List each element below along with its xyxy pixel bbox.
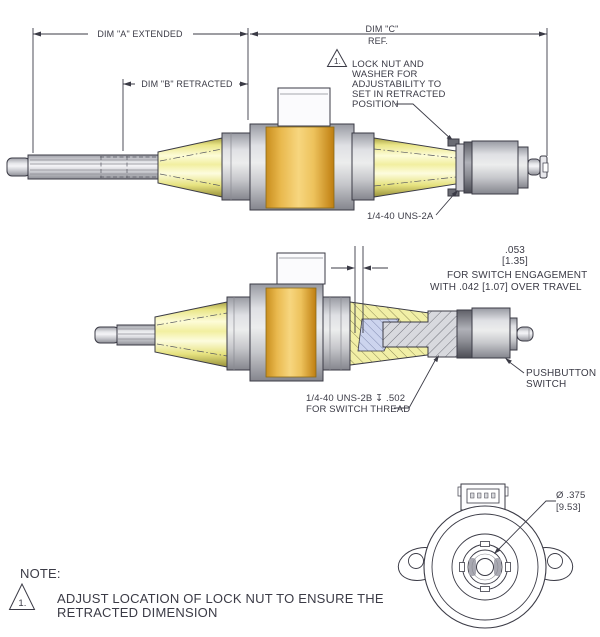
mount-hole-right [547, 553, 563, 569]
thread-b-line2: FOR SWITCH THREAD [306, 404, 410, 415]
gold-band [265, 126, 335, 209]
plunger-tip [6, 157, 31, 177]
boss-circle [451, 533, 519, 601]
lock-note-line3: ADJUSTABILITY TO [352, 79, 441, 90]
dim-b-label: DIM "B" RETRACTED [141, 79, 233, 89]
collar-left-section [226, 296, 251, 371]
dimension-dim-b: DIM "B" RETRACTED [122, 79, 248, 151]
connector-pin [470, 492, 475, 499]
thread-b-line1: 1/4-40 UNS-2B ↧ .502 [306, 393, 405, 404]
collar-right-section [322, 296, 351, 371]
pushbutton-flat-left [469, 558, 476, 576]
pushbutton-circle [467, 549, 503, 585]
note-flag-number: 1. [18, 598, 26, 609]
engagement-note2: WITH .042 [1.07] OVER TRAVEL [430, 282, 582, 293]
triangle-flag-icon [326, 48, 348, 67]
lock-nut [463, 141, 473, 194]
flag-number: 1. [334, 57, 341, 66]
thread-a-label: 1/4-40 UNS-2A [367, 211, 434, 222]
plunger-tip-retracted [94, 326, 120, 344]
mount-hole-left [408, 553, 424, 569]
switch-housing [471, 140, 519, 195]
view-retracted-section [94, 252, 534, 382]
clip-slot [542, 162, 549, 173]
pushbutton-leader [507, 360, 525, 374]
actuator-circle [476, 558, 494, 576]
thread-a-leader [435, 191, 457, 216]
lock-nut-tab-bottom [447, 188, 460, 197]
collar-right [351, 132, 375, 201]
diameter-metric: [9.53] [556, 502, 581, 513]
connector-pin [491, 492, 496, 499]
bezel-tab-left [459, 562, 465, 572]
dimension-dim-a: DIM "A" EXTENDED [32, 28, 249, 153]
dimension-dim-c: DIM "C" REF. [250, 24, 548, 156]
connector-pin [477, 492, 482, 499]
pushbutton-flat-right [494, 558, 501, 576]
engagement-value: .053 [505, 245, 525, 256]
engagement-dimension: .053 [1.35] FOR SWITCH ENGAGEMENT WITH .… [331, 245, 587, 333]
connector-socket [466, 488, 500, 504]
pushbutton-callout: PUSHBUTTON SWITCH [505, 358, 596, 390]
pushbutton-label2: SWITCH [526, 379, 566, 390]
lock-nut-tab-top [447, 138, 460, 147]
washer [455, 143, 465, 192]
note-heading: NOTE: [20, 566, 61, 581]
view-extended [6, 87, 549, 211]
collar-left [221, 132, 253, 201]
dim-a-label: DIM "A" EXTENDED [97, 29, 183, 39]
lock-note-line5: POSITION [352, 99, 399, 110]
lock-nut-note: 1. LOCK NUT AND WASHER FOR ADJUSTABILITY… [326, 48, 454, 142]
note-line1: ADJUST LOCATION OF LOCK NUT TO ENSURE TH… [57, 591, 384, 606]
note-block: NOTE: 1. ADJUST LOCATION OF LOCK NUT TO … [8, 566, 384, 620]
switch-body-section [471, 307, 511, 359]
bezel-tab-right [505, 562, 511, 572]
thread-b-leader [394, 356, 438, 409]
diameter-callout: Ø .375 [9.53] [494, 490, 585, 554]
thread-b-callout: 1/4-40 UNS-2B ↧ .502 FOR SWITCH THREAD [306, 355, 439, 415]
diameter-leader [496, 500, 556, 552]
switch-plunger-tip [516, 326, 534, 342]
lock-note-leader [396, 103, 453, 141]
bezel-tab-top [480, 541, 490, 547]
taper-boot-left-section [154, 301, 228, 368]
switch-step-section [509, 317, 518, 351]
plunger-shaft [27, 154, 161, 180]
note-line2: RETRACTED DIMENSION [57, 605, 218, 620]
gold-band-section [265, 287, 317, 378]
diameter-value: Ø .375 [556, 490, 585, 501]
lock-note-line2: WASHER FOR [352, 69, 418, 80]
pushbutton-label1: PUSHBUTTON [526, 368, 596, 379]
output-shaft [527, 158, 541, 176]
triangle-flag-icon [8, 582, 36, 610]
pushbutton-inner-ring [471, 553, 499, 581]
connector-pin [484, 492, 489, 499]
dim-c-ref-label: REF. [368, 36, 388, 46]
lock-note-line1: LOCK NUT AND [352, 59, 424, 70]
body-circle [431, 513, 539, 621]
thread-a-callout: 1/4-40 UNS-2A [367, 190, 458, 222]
taper-boot-right [373, 137, 457, 198]
bezel-tab-bottom [480, 586, 490, 592]
engagement-note1: FOR SWITCH ENGAGEMENT [447, 270, 587, 281]
lock-note-line4: SET IN RETRACTED [352, 89, 446, 100]
plunger-shaft-retracted [116, 324, 156, 346]
switch-rear-step [517, 146, 529, 189]
view-end [397, 483, 574, 629]
taper-boot-left [157, 137, 223, 198]
lock-nut-section [456, 309, 473, 359]
engagement-metric: [1.35] [502, 256, 528, 267]
dim-c-label: DIM "C" [366, 24, 399, 34]
